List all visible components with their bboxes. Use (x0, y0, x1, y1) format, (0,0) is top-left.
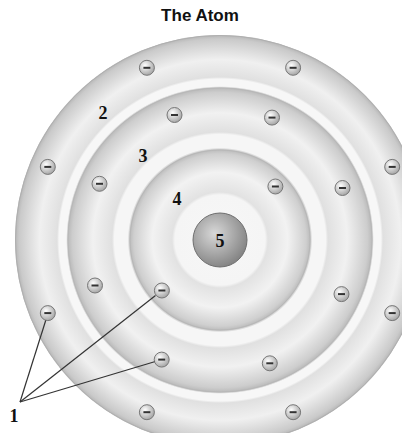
electron (286, 60, 301, 75)
electron-charge (143, 411, 150, 413)
electron (334, 287, 349, 302)
electron (139, 405, 154, 420)
electron-shells (15, 35, 402, 433)
leader-line (20, 362, 155, 402)
electron (139, 405, 154, 420)
electron-charge (290, 67, 297, 69)
leader-lines (20, 296, 156, 403)
diagram-title: The Atom (161, 6, 239, 26)
electron (40, 159, 55, 174)
callout-number: 5 (216, 232, 225, 250)
electron (92, 176, 107, 191)
electron (335, 181, 350, 196)
electron (268, 179, 283, 194)
callout-number: 4 (173, 190, 182, 208)
electron-charge (44, 166, 51, 168)
electron (385, 159, 400, 174)
electron (265, 110, 280, 125)
electron-charge (92, 285, 99, 287)
electron (88, 278, 103, 293)
electron (40, 306, 55, 321)
electron-charge (171, 114, 178, 116)
electron (385, 159, 400, 174)
middle-shell-edge (68, 88, 372, 392)
electron (154, 352, 169, 367)
electron-charge (269, 117, 276, 119)
leader-line (20, 296, 156, 403)
electron (385, 306, 400, 321)
electron (88, 278, 103, 293)
electron (167, 108, 182, 123)
electron (265, 110, 280, 125)
electron (154, 283, 169, 298)
electron-charge (389, 312, 396, 314)
inner-shell-edge (130, 150, 310, 330)
electron (334, 287, 349, 302)
electron (286, 60, 301, 75)
electron (139, 60, 154, 75)
electron (286, 405, 301, 420)
electron-charge (96, 183, 103, 185)
electron (40, 306, 55, 321)
electron (268, 179, 283, 194)
electron-charge (272, 186, 279, 188)
electron (40, 159, 55, 174)
electron (335, 181, 350, 196)
electron (385, 306, 400, 321)
callout-number: 1 (10, 407, 19, 425)
electron-charge (389, 166, 396, 168)
electron-charge (158, 290, 165, 292)
electron (154, 283, 169, 298)
electron (139, 60, 154, 75)
electron-charge (290, 411, 297, 413)
electron-charge (44, 312, 51, 314)
callout-number: 3 (139, 147, 148, 165)
electron (92, 176, 107, 191)
electron (167, 108, 182, 123)
electron (286, 405, 301, 420)
electron (262, 356, 277, 371)
electron-charge (266, 362, 273, 364)
electrons (40, 60, 399, 419)
electron-charge (158, 359, 165, 361)
callout-number: 2 (99, 104, 108, 122)
electron (262, 356, 277, 371)
electron-charge (143, 67, 150, 69)
electron (154, 352, 169, 367)
electron-charge (339, 187, 346, 189)
outer-shell-edge (16, 36, 402, 433)
nucleus (193, 213, 247, 267)
leader-line (20, 321, 46, 403)
electron-charge (338, 293, 345, 295)
